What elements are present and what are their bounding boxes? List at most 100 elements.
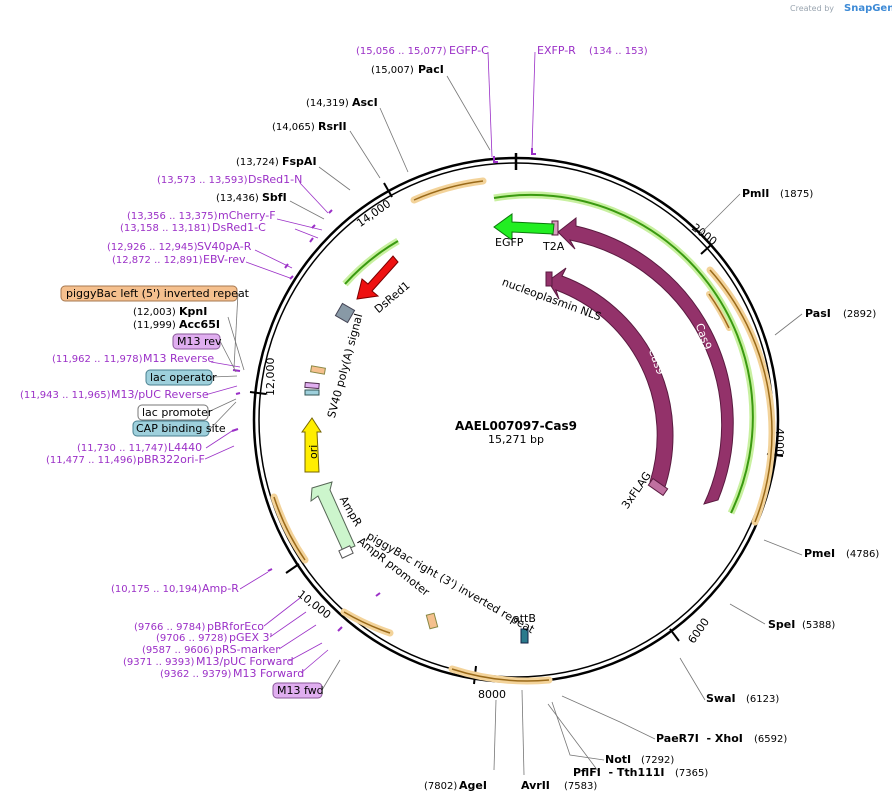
t2a-label: T2A — [542, 240, 565, 253]
egfp-label: EGFP — [495, 236, 524, 249]
box-cap-site — [132, 420, 210, 437]
box-m13-rev — [172, 333, 221, 350]
primer-pos-m13-reverse: (11,962 .. 11,978) — [52, 354, 143, 365]
primer-m13-reverse: M13 Reverse — [143, 352, 214, 365]
primer-pos-sv40pa-r: (12,926 .. 12,945) — [107, 242, 198, 253]
primer-leaders — [204, 51, 536, 674]
box-m13-rev-label: M13 rev — [177, 335, 222, 348]
primer-pos-pbr322ori-f: (11,477 .. 11,496) — [46, 455, 137, 466]
primer-l4440: L4440 — [168, 441, 202, 454]
enzyme-pos-pasi: (2892) — [843, 309, 876, 320]
enzyme-pos-acc65i: (11,999) — [133, 320, 176, 331]
primer-pos-exfp-r: (134 .. 153) — [589, 46, 648, 57]
attb-mark — [520, 628, 529, 644]
enzyme-pmli: PmlI — [742, 187, 769, 200]
enzyme-rsrii: RsrII — [318, 120, 347, 133]
enzyme-spei: SpeI — [768, 618, 795, 631]
primer-pbr322ori-f: pBR322ori-F — [137, 453, 205, 466]
tick-label-10000: 10,000 — [295, 588, 333, 622]
primer-pos-dsred1-c: (13,158 .. 13,181) — [120, 223, 211, 234]
primer-pos-mcherry-f: (13,356 .. 13,375) — [127, 211, 218, 222]
tick-label-12000: 12,000 — [264, 358, 277, 397]
attb-label: attB — [513, 612, 536, 625]
enzyme-pos-fspai: (13,724) — [236, 157, 279, 168]
primer-pos-egfp-c: (15,056 .. 15,077) — [356, 46, 447, 57]
enzyme-pos-pmei: (4786) — [846, 549, 879, 560]
ori-arrow — [301, 417, 322, 473]
box-lac-operator — [145, 369, 213, 386]
primer-dsred1-c: DsRed1-C — [212, 221, 266, 234]
enzyme-paer7i-xhoi: PaeR7I - XhoI — [656, 732, 743, 745]
enzyme-sbfi: SbfI — [262, 191, 287, 204]
enzyme-pos-paer7i: (6592) — [754, 734, 787, 745]
enzyme-pmei: PmeI — [804, 547, 835, 560]
box-m13-fwd — [272, 682, 323, 699]
enzyme-pasi: PasI — [805, 307, 831, 320]
box-leaders — [207, 292, 341, 691]
enzyme-avrii: AvrII — [521, 779, 550, 792]
created-by-label: Created by — [790, 4, 834, 13]
primer-exfp-r: EXFP-R — [537, 44, 576, 57]
plasmid-name: AAEL007097-Cas9 — [455, 419, 577, 433]
sv40-label: SV40 poly(A) signal — [325, 312, 365, 419]
box-m13-fwd-label: M13 fwd — [277, 684, 324, 697]
tick-label-6000: 6000 — [685, 616, 712, 646]
primer-m13puc-reverse: M13/pUC Reverse — [111, 388, 209, 401]
box-lac-operator-label: lac operator — [150, 371, 217, 384]
enzyme-pos-asci: (14,319) — [306, 98, 349, 109]
enzyme-agei: AgeI — [459, 779, 487, 792]
primer-pos-ebv-rev: (12,872 .. 12,891) — [112, 255, 203, 266]
primer-m13puc-forward: M13/pUC Forward — [196, 655, 294, 668]
primer-pos-pgex3: (9706 .. 9728) — [156, 633, 228, 644]
primer-pos-dsred1-n: (13,573 .. 13,593) — [157, 175, 248, 186]
enzyme-pos-paci: (15,007) — [371, 65, 414, 76]
enzyme-pos-pflfi: (7365) — [675, 768, 708, 779]
m13rev-mark — [304, 381, 320, 390]
enzyme-acc65i: Acc65I — [179, 318, 220, 331]
primer-m13-forward: M13 Forward — [233, 667, 304, 680]
primer-pos-m13puc-forward: (9371 .. 9393) — [123, 657, 195, 668]
box-pb-left-label: piggyBac left (5') inverted repeat — [66, 287, 250, 300]
plasmid-size: 15,271 bp — [488, 433, 544, 446]
enzyme-pos-kpni: (12,003) — [133, 307, 176, 318]
egfp-arrow — [493, 213, 555, 241]
enzyme-leaders — [227, 75, 803, 776]
primer-prs-marker: pRS-marker — [215, 643, 280, 656]
snapgene-logo: SnapGene — [844, 3, 892, 14]
primer-egfp-c: EGFP-C — [449, 44, 489, 57]
flag-label: 3xFLAG — [619, 469, 654, 511]
pb-left-mark — [310, 365, 326, 375]
primer-pos-pbrforeco: (9766 .. 9784) — [134, 622, 206, 633]
flag-tag-mark — [647, 477, 669, 497]
enzyme-pos-swai: (6123) — [746, 694, 779, 705]
enzyme-pos-pmli: (1875) — [780, 189, 813, 200]
primer-dsred1-n: DsRed1-N — [248, 173, 302, 186]
primer-marks — [231, 148, 536, 632]
primer-pbrforeco: pBRforEco — [207, 620, 264, 633]
green-orf-arcs — [342, 191, 757, 515]
cas9-arrow-outer — [557, 216, 734, 505]
enzyme-pflfi-tth111i: PflFI - Tth111I — [573, 766, 665, 779]
enzyme-pos-avrii: (7583) — [564, 781, 597, 792]
ori-label: ori — [307, 445, 320, 459]
primer-pos-prs-marker: (9587 .. 9606) — [142, 645, 214, 656]
primer-pos-m13-forward: (9362 .. 9379) — [160, 669, 232, 680]
box-lac-promoter — [137, 404, 209, 421]
enzyme-asci: AscI — [352, 96, 378, 109]
primer-pos-amp-r: (10,175 .. 10,194) — [111, 584, 202, 595]
primer-mcherry-f: mCherry-F — [218, 209, 276, 222]
pb-right-mark — [425, 612, 439, 630]
enzyme-swai: SwaI — [706, 692, 736, 705]
enzyme-noti: NotI — [605, 753, 631, 766]
box-lac-promoter-label: lac promoter — [142, 406, 213, 419]
box-cap-site-label: CAP binding site — [136, 422, 226, 435]
cas9-label-outer: Cas9 — [693, 321, 715, 351]
sv40-mark — [334, 302, 356, 324]
tick-label-14000: 14,000 — [354, 197, 393, 230]
orange-orf-arcs — [270, 177, 776, 685]
enzyme-pos-noti: (7292) — [641, 755, 674, 766]
enzyme-kpni: KpnI — [179, 305, 207, 318]
tick-label-8000: 8000 — [478, 688, 506, 701]
enzyme-pos-spei: (5388) — [802, 620, 835, 631]
